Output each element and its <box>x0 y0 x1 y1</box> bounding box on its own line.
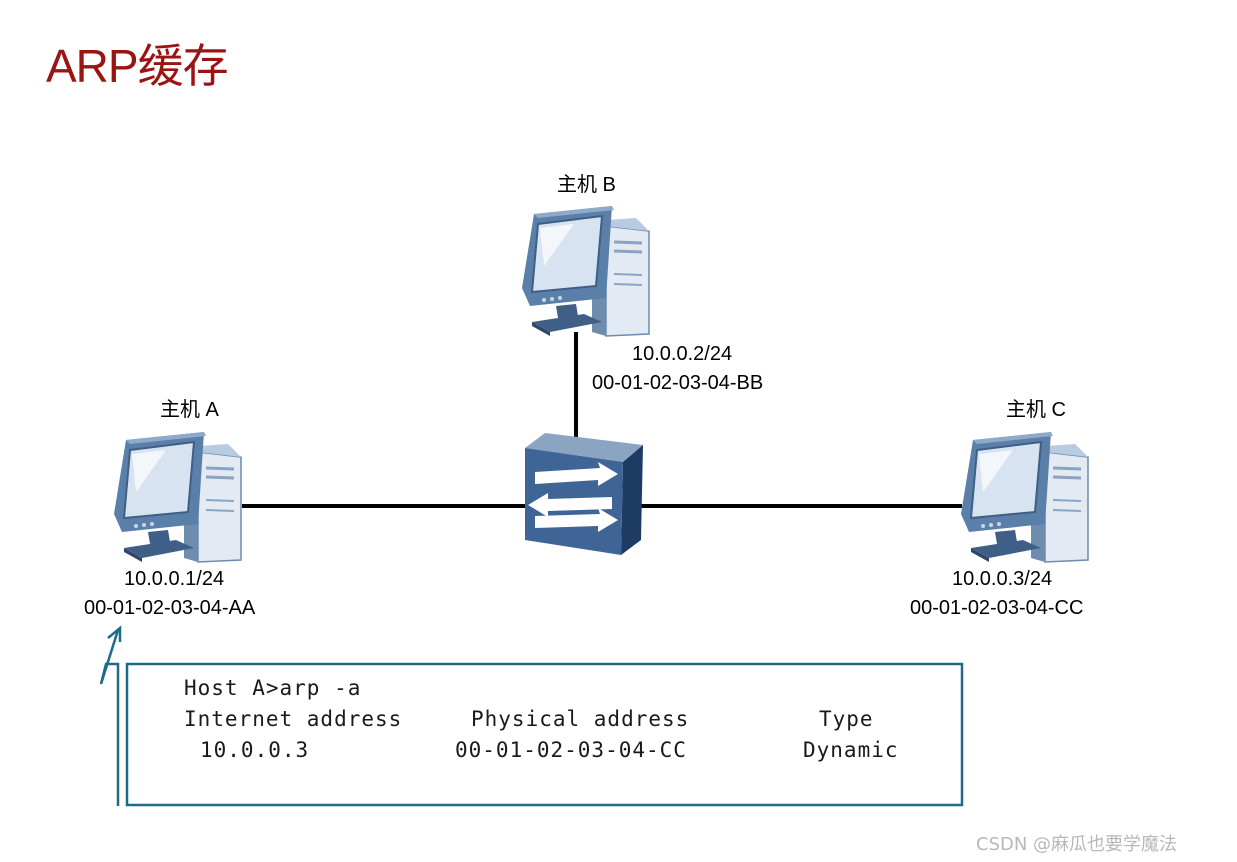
host-b-name: 主机 B <box>557 173 616 196</box>
host-a-ip: 10.0.0.1/24 <box>124 568 224 590</box>
console-header-type: Type <box>819 707 874 731</box>
console-row-mac: 00-01-02-03-04-CC <box>455 738 687 762</box>
host-a-mac: 00-01-02-03-04-AA <box>84 597 256 619</box>
console-row-type: Dynamic <box>803 738 899 762</box>
host-c-name: 主机 C <box>1006 398 1066 421</box>
arp-console-box <box>125 662 964 807</box>
console-header-internet-address: Internet address <box>184 707 402 731</box>
host-b-computer-icon <box>520 204 651 338</box>
console-command: Host A>arp -a <box>184 676 361 700</box>
host-a-computer-icon <box>112 430 243 564</box>
callout-arrow <box>99 625 122 806</box>
switch-icon <box>525 433 643 555</box>
host-b-ip: 10.0.0.2/24 <box>632 343 732 365</box>
host-c-ip: 10.0.0.3/24 <box>952 568 1052 590</box>
console-row-ip: 10.0.0.3 <box>200 738 309 762</box>
host-b-mac: 00-01-02-03-04-BB <box>592 372 763 394</box>
page-title: ARP缓存 <box>46 40 229 92</box>
console-header-physical-address: Physical address <box>471 707 689 731</box>
watermark: CSDN @麻瓜也要学魔法 <box>976 834 1177 855</box>
host-c-computer-icon <box>959 430 1090 564</box>
host-c-mac: 00-01-02-03-04-CC <box>910 597 1083 619</box>
host-a-name: 主机 A <box>160 398 220 421</box>
